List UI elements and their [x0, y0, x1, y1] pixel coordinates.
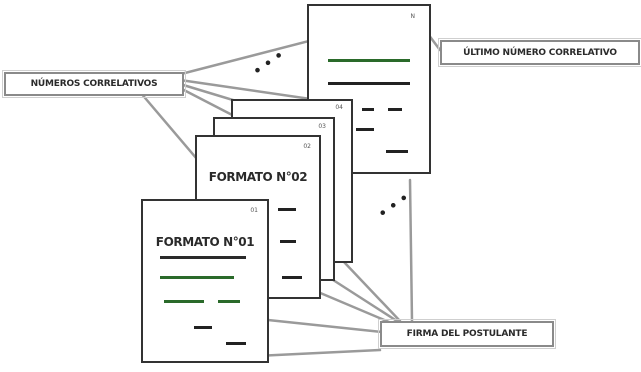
numeros-correlativos-label: NÚMEROS CORRELATIVOS	[2, 70, 186, 98]
formato-02-title: FORMATO N°02	[209, 170, 307, 184]
formato-01-number: 01	[250, 207, 258, 214]
page-formato-01: 01 FORMATO N°01	[141, 199, 269, 363]
page-03-number: 03	[318, 123, 326, 130]
formato-01-title: FORMATO N°01	[156, 235, 254, 249]
formato-02-number: 02	[303, 143, 311, 150]
ellipsis-top: • • •	[251, 48, 287, 80]
ellipsis-bottom: • • •	[376, 191, 412, 223]
page-04-number: 04	[335, 104, 343, 111]
last-page-number: N	[411, 13, 416, 20]
ultimo-numero-correlativo-label: ÚLTIMO NÚMERO CORRELATIVO	[438, 38, 641, 67]
firma-del-postulante-label: FIRMA DEL POSTULANTE	[378, 319, 556, 349]
